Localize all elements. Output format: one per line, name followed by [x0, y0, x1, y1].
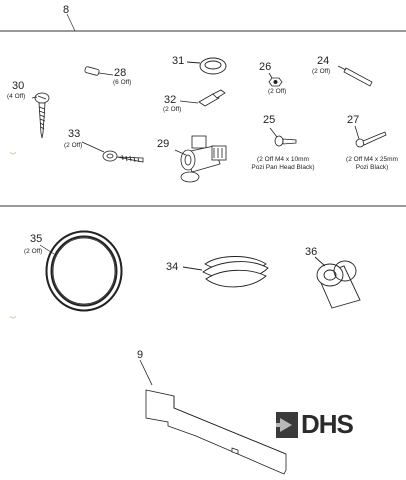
part-33-number: 33: [68, 128, 81, 140]
part-26-qty: (2 Off): [268, 88, 287, 95]
eye-screw-33-drawing: [81, 141, 144, 163]
part-27-number: 27: [347, 114, 360, 126]
part-33-qty: (2 Off): [64, 142, 83, 149]
part-26-number: 26: [259, 61, 272, 73]
part-31-number: 31: [172, 55, 185, 67]
tape-36-drawing: [314, 256, 361, 309]
ring-31-drawing: [186, 57, 227, 75]
part-24-number: 24: [317, 55, 330, 67]
part-35-number: 35: [30, 233, 43, 245]
part-25-desc-line2: Pozi Pan Head Black): [251, 164, 315, 171]
part-32-number: 32: [164, 94, 177, 106]
dhs-logo-text: DHS: [301, 409, 354, 439]
part-34-number: 34: [166, 261, 179, 273]
nut-26-drawing: [268, 72, 283, 87]
part-30-qty: (4 Off): [7, 93, 26, 100]
dowel-28-drawing: [84, 66, 114, 76]
panel-9-drawing: [139, 359, 287, 475]
part-32-qty: (2 Off): [163, 106, 182, 113]
screw-30-drawing: [31, 92, 50, 139]
part-35-qty: (2 Off): [24, 248, 43, 255]
part-24-qty: (2 Off): [312, 68, 331, 75]
part-30-number: 30: [12, 80, 25, 92]
part-27-desc-line2: Pozi Black): [355, 164, 389, 171]
part-27-description: (2 Off M4 x 25mm Pozi Black): [336, 156, 406, 172]
part-25-desc-line1: (2 Off M4 x 10mm: [257, 156, 309, 163]
screw-27-drawing: [354, 125, 387, 148]
punch-hole-mark: [9, 151, 17, 155]
part-28-number: 28: [114, 67, 127, 79]
leader-8: [66, 13, 76, 32]
part-36-number: 36: [305, 246, 318, 258]
valve-29-drawing: [174, 135, 227, 183]
dhs-logo-mark: [276, 412, 298, 438]
part-9-number: 9: [137, 349, 144, 361]
part-28-qty: (6 Off): [113, 79, 132, 86]
part-29-number: 29: [157, 138, 170, 150]
punch-hole-mark: [9, 315, 17, 319]
sheet-number: 8: [63, 4, 70, 16]
bar-24-drawing: [337, 65, 373, 87]
connector-32-drawing: [179, 89, 226, 107]
ring-35-drawing: [39, 230, 123, 312]
bands-34-drawing: [182, 256, 269, 288]
part-25-description: (2 Off M4 x 10mm Pozi Pan Head Black): [243, 156, 323, 172]
part-27-desc-line1: (2 Off M4 x 25mm: [346, 156, 398, 163]
part-25-number: 25: [263, 114, 276, 126]
screw-25-drawing: [269, 127, 297, 147]
